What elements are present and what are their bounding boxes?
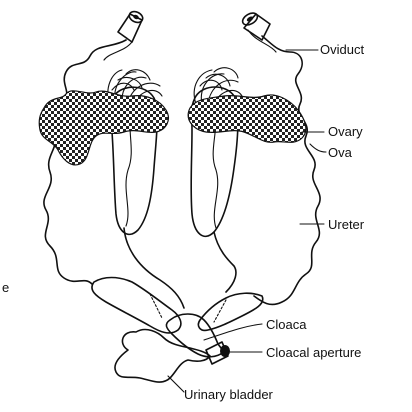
label-ovary: Ovary [328,124,363,139]
right-ureter [214,232,236,292]
stray-letter: e [2,280,9,295]
urinary-bladder-leader [168,376,184,392]
urinary-bladder [115,330,210,383]
right-oviduct [254,36,320,304]
label-oviduct: Oviduct [320,42,364,57]
cloaca [166,314,224,357]
label-cloaca: Cloaca [266,317,307,332]
right-oviduct-funnel [241,11,270,40]
left-oviduct-funnel [118,10,144,42]
ova-leader [310,144,326,152]
label-ureter: Ureter [328,217,365,232]
left-ovary [39,91,168,165]
right-ovary [188,95,306,142]
label-ova: Ova [328,145,353,160]
label-cloacal-aperture: Cloacal aperture [266,345,361,360]
label-urinary-bladder: Urinary bladder [184,387,274,402]
